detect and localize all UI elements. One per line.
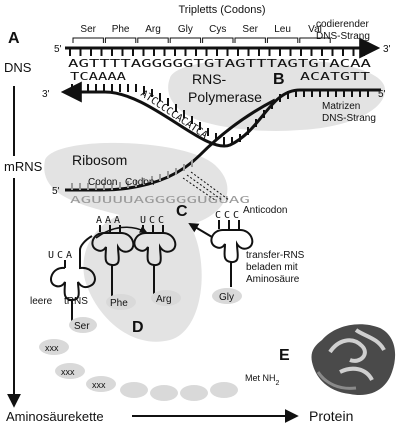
empty-trna-label: leere xyxy=(30,296,53,307)
section-label-a: A xyxy=(8,30,20,47)
aa-arg xyxy=(151,290,181,306)
ribosome-region xyxy=(44,142,228,342)
codon-bracket-4 xyxy=(202,37,234,43)
codon-bracket-7 xyxy=(299,37,331,43)
label-amino-acid-chain: Aminosäurekette xyxy=(6,409,104,424)
anticodon-gly: CCC xyxy=(215,210,242,221)
anticodon-phe: AAA xyxy=(96,215,123,226)
trna-empty-ser xyxy=(50,235,96,322)
chain-bead-label-1: xxx xyxy=(45,343,59,353)
anticodon-label: Anticodon xyxy=(243,205,287,216)
polymerase-label-2: Polymerase xyxy=(188,89,262,105)
mrna-five-prime: 5' xyxy=(52,186,60,197)
dna-strands xyxy=(60,37,381,192)
background-regions xyxy=(44,58,385,342)
coding-tick-marks xyxy=(69,48,365,56)
aa-label-ser: Ser xyxy=(74,321,90,332)
start-label: Met NH2 xyxy=(245,373,280,387)
template-five-prime: 5' xyxy=(378,89,386,100)
mrna-sequence: AGUUUUAGGGGGUGUAG xyxy=(70,195,250,206)
process-arrow-label-gap-1 xyxy=(4,57,44,79)
anticodon-arg: UCC xyxy=(140,215,167,226)
codon-bracket-6 xyxy=(266,37,299,43)
template-strand-label-2: DNS-Strang xyxy=(322,113,376,124)
codon-bracket-3 xyxy=(169,37,202,43)
coding-sequence: AGTTTTAGGGGGTGTAGTTTAGTGTACAA xyxy=(68,58,372,70)
coding-five-prime: 5' xyxy=(54,44,62,55)
codon-label-0: Ser xyxy=(80,24,96,35)
codon-label-4: Cys xyxy=(209,24,226,35)
protein-ribbon-icon xyxy=(311,324,396,396)
template-strand-label-1: Matrizen xyxy=(322,101,360,112)
aa-label-arg: Arg xyxy=(156,294,172,305)
mrna-strand xyxy=(65,98,276,192)
aa-label-phe: Phe xyxy=(110,298,128,309)
chain-bead-1 xyxy=(39,339,69,355)
diagram-title: Tripletts (Codons) xyxy=(178,4,265,16)
trna-gly xyxy=(210,220,254,287)
ribosome-label: Ribosom xyxy=(72,152,127,168)
codon-label-1: Codon xyxy=(88,177,117,188)
rna-polymerase-region xyxy=(168,58,385,131)
chain-bead-3 xyxy=(86,376,116,392)
codon-bracket-2 xyxy=(137,37,169,43)
codon-bracket-0 xyxy=(72,37,104,43)
section-label-c: C xyxy=(176,203,188,220)
process-arrow-label-gap-2 xyxy=(4,156,44,178)
codon-name-labels: Ser Phe Arg Gly Cys Ser Leu Val xyxy=(80,24,321,35)
anticodon-empty: UCA xyxy=(48,250,75,261)
codon-label-7: Val xyxy=(308,24,322,35)
aa-ser xyxy=(69,317,97,333)
codon-bracket-1 xyxy=(104,37,137,43)
codon-label-2: Codon xyxy=(125,177,154,188)
aa-gly xyxy=(212,288,242,304)
template-right-bases: ACATGTT xyxy=(300,71,371,83)
label-protein: Protein xyxy=(309,408,353,424)
c-arrow xyxy=(188,222,213,238)
codon-label-1: Phe xyxy=(112,24,130,35)
transfer-label-2: beladen mit xyxy=(246,262,298,273)
transfer-label-3: Aminosäure xyxy=(246,274,300,285)
codon-label-6: Leu xyxy=(274,24,291,35)
trna-molecules xyxy=(50,220,254,322)
coding-three-prime: 3' xyxy=(383,44,391,55)
codon-label-3: Gly xyxy=(178,24,193,35)
anticodon-pointer-lines xyxy=(182,171,230,201)
aa-phe xyxy=(106,294,136,310)
trna-label: tRNS xyxy=(64,296,88,307)
template-left-bases: TCAAAA xyxy=(70,71,127,83)
codon-brackets xyxy=(72,37,331,43)
amino-acid-beads xyxy=(39,288,242,401)
codon-bracket-5 xyxy=(234,37,266,43)
mrna-ticks xyxy=(71,160,193,190)
polymerase-label-1: RNS- xyxy=(192,71,227,87)
trna-phe xyxy=(91,225,135,298)
label-mrns: mRNS xyxy=(4,159,43,174)
codon-label-2: Arg xyxy=(145,24,161,35)
coding-strand-label-2: DNS-Strang xyxy=(316,31,370,42)
section-label-e: E xyxy=(279,347,290,364)
chain-bead-label-2: xxx xyxy=(61,367,75,377)
chain-bead-2 xyxy=(55,363,85,379)
label-dns: DNS xyxy=(4,60,32,75)
section-label-b: B xyxy=(273,71,285,88)
section-label-d: D xyxy=(132,319,144,336)
trna-arrow xyxy=(95,225,148,239)
chain-bead-label-3: xxx xyxy=(92,380,106,390)
template-ticks xyxy=(71,84,369,145)
coding-strand-label-1: codierender xyxy=(316,19,369,30)
transfer-label-1: transfer-RNS xyxy=(246,250,305,261)
codon-label-5: Ser xyxy=(242,24,258,35)
aa-label-gly: Gly xyxy=(219,292,234,303)
template-three-prime: 3' xyxy=(42,89,50,100)
coding-strand-ticks xyxy=(69,48,365,56)
